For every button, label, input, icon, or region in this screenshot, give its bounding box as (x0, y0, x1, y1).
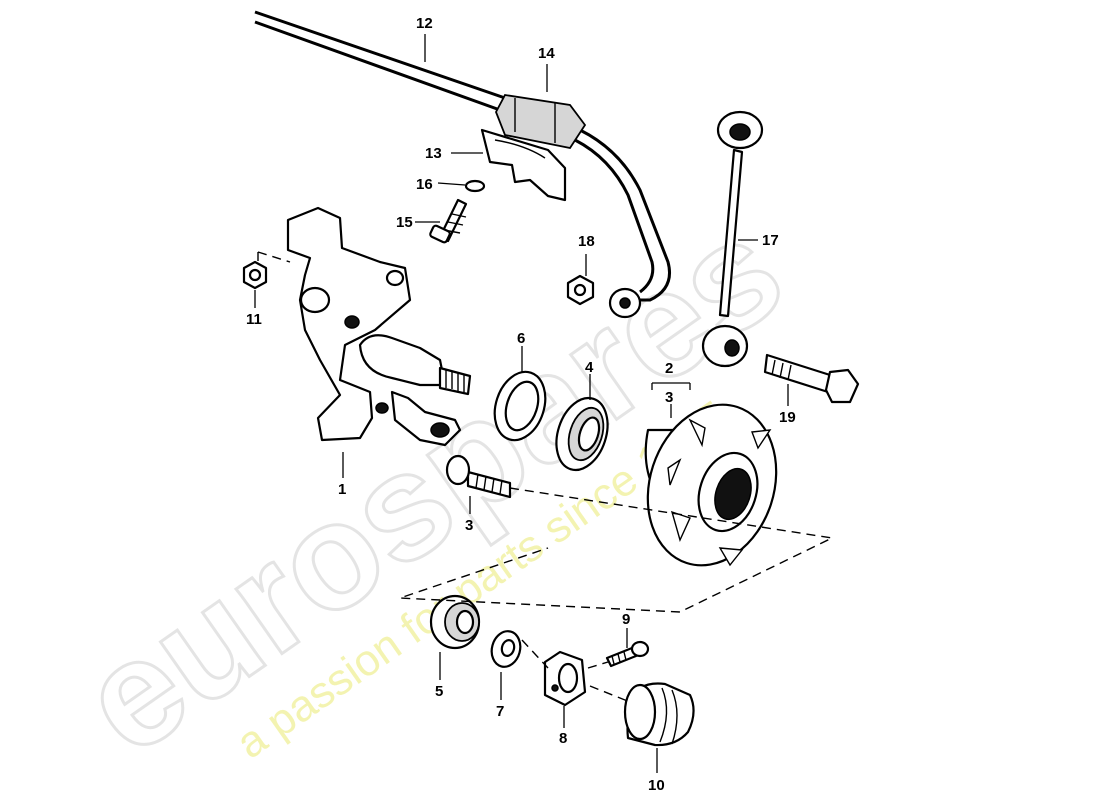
part-18-nut (566, 274, 595, 306)
label-part-7: 7 (496, 703, 504, 720)
part-14-bushing (495, 94, 587, 150)
label-part-1: 1 (338, 481, 346, 498)
label-part-10: 10 (648, 777, 665, 794)
part-12-stabilizer-bar (254, 10, 671, 319)
part-15-bolt (429, 198, 468, 244)
label-part-15: 15 (396, 214, 413, 231)
label-part-12: 12 (416, 15, 433, 32)
part-1-steering-knuckle (286, 206, 472, 447)
part-13-bracket (480, 128, 567, 202)
part-3-wheel-stud (445, 454, 512, 499)
part-19-bolt (763, 353, 860, 404)
label-part-6: 6 (517, 330, 525, 347)
label-part-19: 19 (779, 409, 796, 426)
part-9-socket-bolt (605, 640, 650, 668)
part-16-clip (464, 179, 486, 193)
part-4-bearing-inner (555, 396, 609, 472)
label-part-14: 14 (538, 45, 555, 62)
part-6-seal (493, 370, 547, 442)
label-part-3-stud: 3 (465, 517, 473, 534)
label-part-11: 11 (246, 311, 262, 328)
callout-numbers: 1 2 3 3 4 5 6 7 8 9 10 11 12 13 14 15 16… (246, 15, 796, 794)
label-part-13: 13 (425, 145, 442, 162)
part-5-bearing-outer (429, 594, 481, 650)
label-part-8: 8 (559, 730, 567, 747)
part-7-washer (490, 630, 522, 668)
label-part-4: 4 (585, 359, 594, 376)
part-8-clamp-nut (543, 650, 587, 707)
assembly-dashed-lines (257, 251, 835, 703)
label-part-5: 5 (435, 683, 443, 700)
leader-lines (254, 34, 789, 773)
part-10-dust-cap (623, 682, 695, 747)
label-part-9: 9 (622, 611, 630, 628)
part-11-nut (242, 260, 268, 290)
label-part-2: 2 (665, 360, 673, 377)
label-part-18: 18 (578, 233, 595, 250)
label-part-3-hub: 3 (665, 389, 673, 406)
part-2-wheel-hub (644, 403, 778, 567)
label-part-17: 17 (762, 232, 779, 249)
label-part-16: 16 (416, 176, 433, 193)
part-17-coupling-link (701, 110, 764, 368)
